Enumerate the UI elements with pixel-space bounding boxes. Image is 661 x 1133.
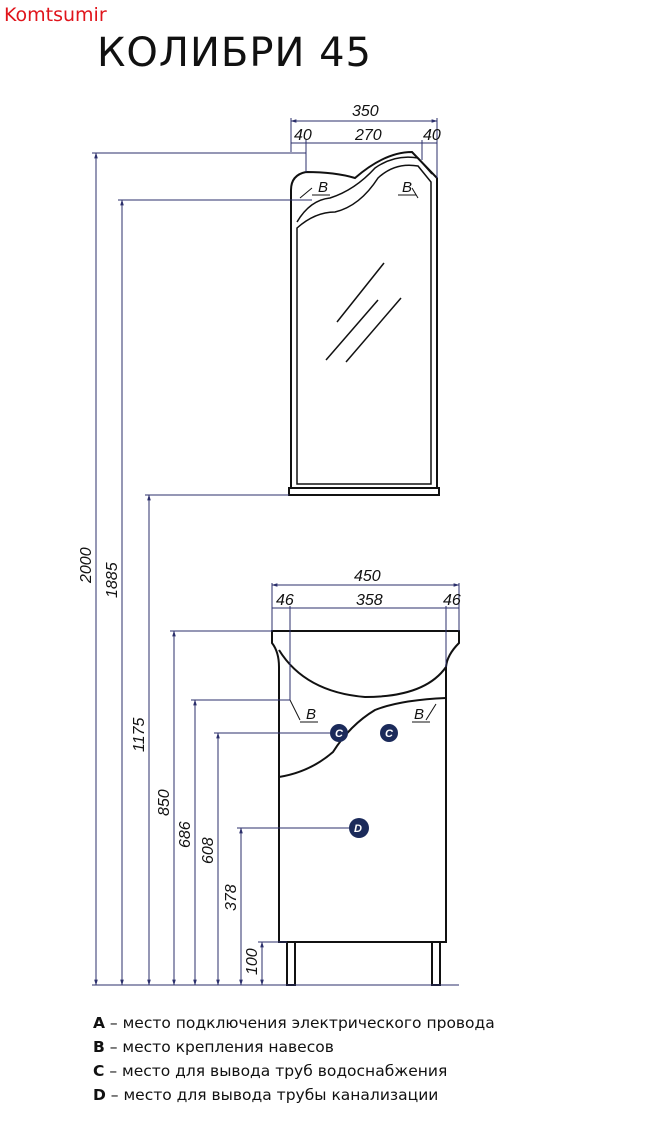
- height-1175: 1175: [131, 717, 148, 752]
- legend-item-d: D – место для вывода трубы канализации: [93, 1086, 439, 1104]
- mirror-center-width: 270: [354, 127, 382, 144]
- legend-item-b: B – место крепления навесов: [93, 1038, 334, 1056]
- mirror: [288, 150, 440, 496]
- mirror-label-b-right: B: [402, 179, 412, 196]
- badge-d-label: D: [354, 823, 362, 835]
- legend-item-a: A – место подключения электрического про…: [93, 1014, 495, 1032]
- mirror-label-b-left: B: [318, 179, 328, 196]
- height-dimensions: [92, 152, 349, 986]
- mirror-frame-inner: [296, 164, 432, 485]
- mirror-glare-3: [345, 297, 402, 363]
- height-2000: 2000: [78, 547, 95, 584]
- mirror-total-width: 350: [352, 103, 379, 120]
- cabinet-leg-right: [431, 941, 441, 986]
- cabinet-label-b-right: B: [414, 706, 424, 723]
- cabinet-dimensions: [271, 583, 460, 700]
- height-686: 686: [177, 821, 194, 848]
- height-100: 100: [244, 948, 261, 975]
- badge-c-left-label: C: [335, 728, 344, 740]
- mirror-dimensions: [290, 118, 438, 178]
- mirror-side-left: 40: [294, 127, 312, 144]
- badge-c-right: [380, 724, 398, 742]
- legend: A – место подключения электрического про…: [93, 1011, 495, 1107]
- mirror-frame-outer: [290, 150, 438, 489]
- cabinet-countertop: [271, 630, 460, 943]
- cabinet-leg-left: [286, 941, 296, 986]
- mirror-glare-2: [325, 299, 379, 361]
- cabinet-side-left: 46: [276, 592, 294, 609]
- cabinet-door-wave: [278, 697, 447, 778]
- cabinet-center-width: 358: [356, 592, 383, 609]
- legend-item-c: C – место для вывода труб водоснабжения: [93, 1062, 448, 1080]
- cabinet-label-b-left: B: [306, 706, 316, 723]
- cabinet: [271, 630, 460, 986]
- mirror-shelf: [288, 487, 440, 496]
- cabinet-total-width: 450: [354, 568, 381, 585]
- cabinet-basin: [278, 649, 447, 699]
- badge-c-right-label: C: [385, 728, 394, 740]
- height-378: 378: [223, 884, 240, 911]
- cabinet-side-right: 46: [443, 592, 461, 609]
- height-850: 850: [156, 789, 173, 816]
- product-title: КОЛИБРИ 45: [97, 30, 372, 76]
- badge-c-left: [330, 724, 348, 742]
- badge-d: [349, 818, 369, 838]
- height-608: 608: [200, 837, 217, 864]
- mirror-side-right: 40: [423, 127, 441, 144]
- brand-watermark: Komtsumir: [4, 4, 107, 26]
- height-1885: 1885: [104, 562, 121, 598]
- mirror-glare-1: [336, 262, 385, 323]
- mirror-wave-trim: [296, 156, 433, 223]
